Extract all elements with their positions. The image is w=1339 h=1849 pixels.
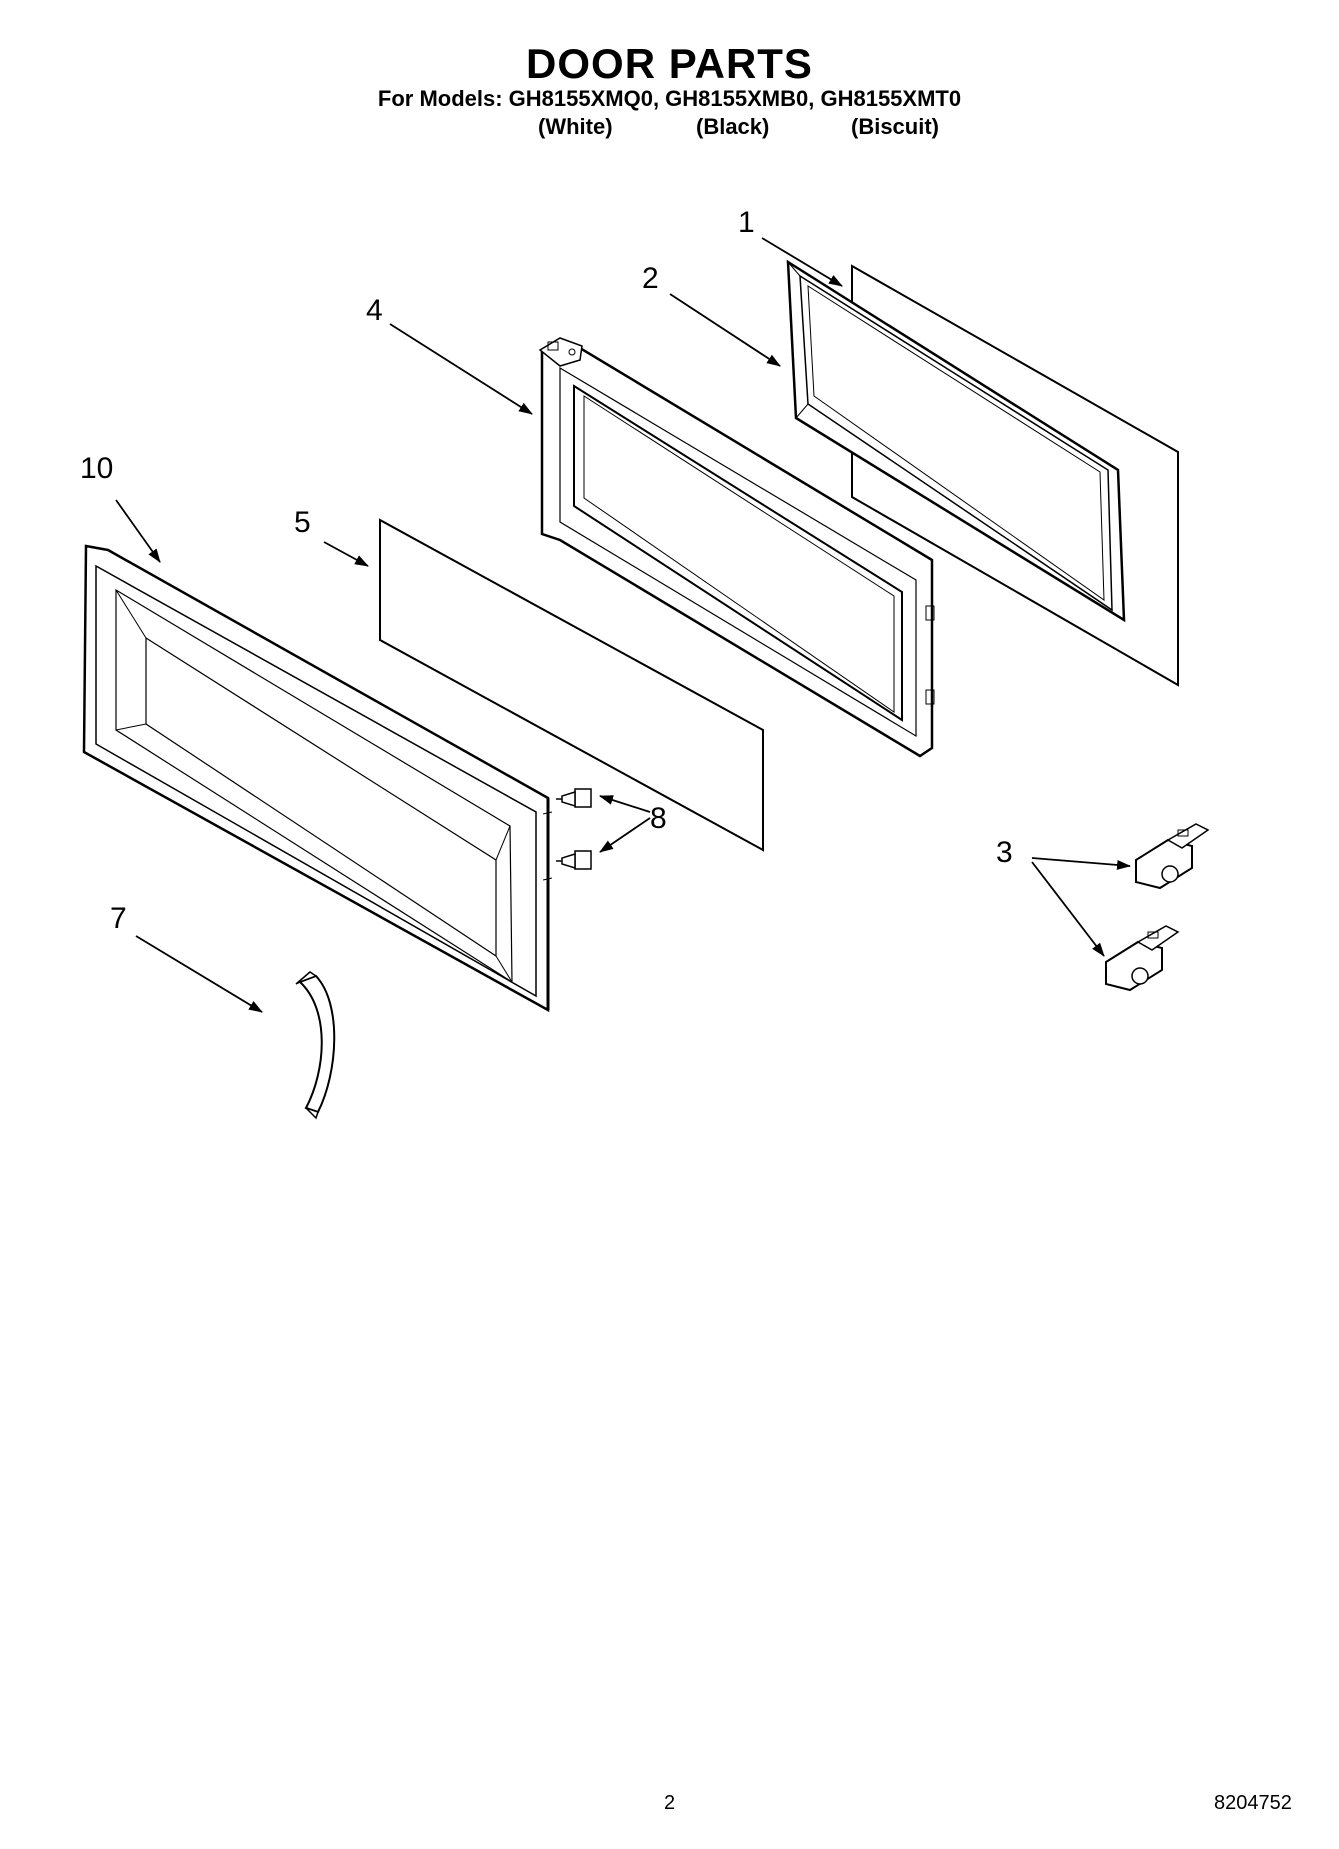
callout-5: 5 (294, 506, 311, 539)
part-10-outer-door (82, 544, 550, 1013)
callout-4: 4 (366, 294, 383, 327)
part-8-screw-upper (556, 788, 592, 808)
part-5-window (379, 518, 764, 852)
document-number: 8204752 (1214, 1792, 1292, 1814)
leader-arrows (115, 237, 1131, 1013)
callout-8: 8 (650, 802, 667, 835)
color-label-biscuit: (Biscuit) (851, 114, 939, 139)
models-line: For Models: GH8155XMQ0, GH8155XMB0, GH81… (377, 86, 962, 111)
page-number: 2 (664, 1792, 676, 1814)
callout-10: 10 (80, 452, 114, 485)
part-7-handle (295, 971, 336, 1120)
callout-2: 2 (642, 262, 659, 295)
callout-1: 1 (738, 206, 755, 239)
callout-7: 7 (110, 902, 127, 935)
part-3-latch-lower (1105, 925, 1180, 992)
part-8-screw-lower (556, 850, 592, 870)
part-4-inner-door (538, 337, 935, 758)
color-label-white: (White) (538, 114, 613, 139)
callout-3: 3 (996, 836, 1013, 869)
part-2-frame (786, 259, 1126, 623)
part-3-latch-upper (1135, 823, 1210, 890)
color-label-black: (Black) (696, 114, 770, 139)
page-title: DOOR PARTS (526, 40, 813, 87)
